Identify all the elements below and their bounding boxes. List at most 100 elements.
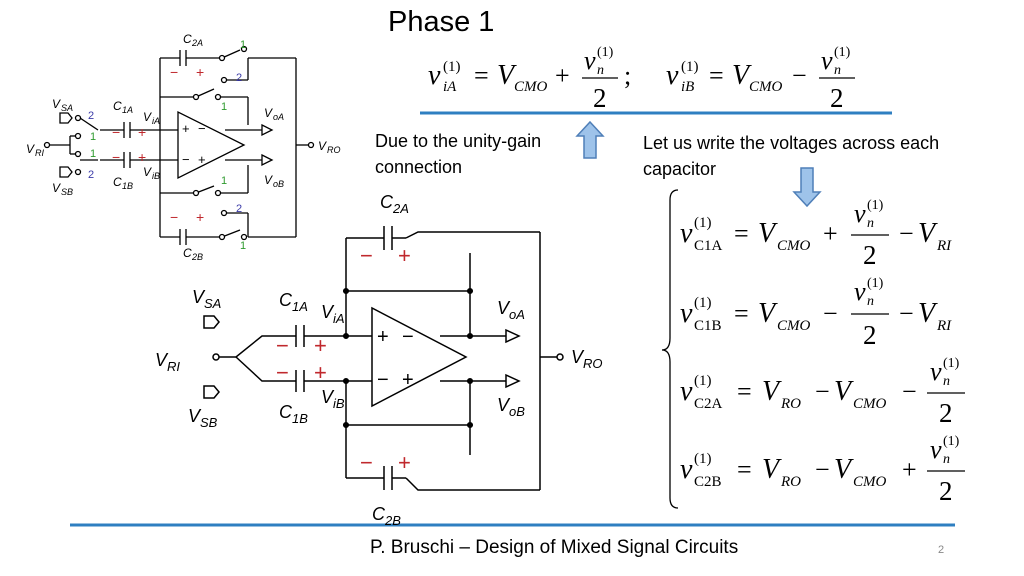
- svg-text:1A: 1A: [122, 105, 133, 115]
- svg-text:−: −: [823, 299, 838, 328]
- svg-text:v: v: [821, 46, 833, 75]
- svg-text:V: V: [26, 142, 35, 156]
- svg-text:v: v: [428, 60, 441, 91]
- svg-text:+: +: [138, 149, 146, 165]
- svg-text:RO: RO: [780, 396, 801, 412]
- svg-text:SA: SA: [61, 103, 73, 113]
- svg-text:(1): (1): [694, 451, 712, 467]
- cap-equation-c1b: v (1) C1B = V CMO − v (1) n 2 − V RI: [680, 276, 952, 350]
- svg-text:CMO: CMO: [853, 474, 887, 490]
- svg-text:;: ;: [624, 61, 631, 90]
- svg-text:C: C: [183, 246, 192, 260]
- svg-text:RO: RO: [327, 145, 341, 155]
- svg-text:C1A: C1A: [694, 238, 723, 254]
- svg-text:−: −: [112, 149, 120, 165]
- svg-text:V: V: [732, 60, 752, 91]
- svg-text:oB: oB: [273, 179, 284, 189]
- svg-text:V: V: [834, 376, 854, 407]
- svg-text:(1): (1): [597, 45, 614, 60]
- svg-text:V: V: [143, 165, 152, 179]
- svg-text:2: 2: [863, 240, 877, 270]
- svg-text:SB: SB: [200, 415, 218, 430]
- svg-text:+: +: [138, 124, 146, 140]
- svg-text:iA: iA: [443, 79, 457, 95]
- svg-text:−: −: [899, 219, 914, 248]
- svg-text:=: =: [737, 455, 752, 484]
- svg-text:oA: oA: [509, 307, 525, 322]
- svg-text:+: +: [823, 219, 838, 248]
- svg-text:+: +: [902, 455, 917, 484]
- svg-text:SB: SB: [61, 187, 73, 197]
- svg-text:−: −: [815, 455, 830, 484]
- svg-text:(1): (1): [443, 59, 461, 75]
- svg-text:=: =: [474, 61, 489, 90]
- svg-text:2: 2: [236, 72, 242, 84]
- svg-text:iA: iA: [333, 311, 345, 326]
- svg-text:2: 2: [863, 320, 877, 350]
- top-equation-via: v (1) iA = V CMO + v (1) n 2 ;: [428, 45, 631, 113]
- svg-text:v: v: [680, 376, 693, 407]
- svg-text:n: n: [867, 294, 874, 309]
- svg-text:V: V: [318, 139, 327, 153]
- svg-text:V: V: [918, 218, 938, 249]
- svg-text:CMO: CMO: [777, 318, 811, 334]
- svg-text:RI: RI: [936, 238, 952, 254]
- svg-text:C: C: [279, 402, 293, 422]
- svg-text:(1): (1): [834, 45, 851, 60]
- svg-text:2: 2: [88, 169, 94, 181]
- svg-text:v: v: [680, 298, 693, 329]
- svg-text:v: v: [930, 357, 942, 386]
- svg-text:=: =: [734, 219, 749, 248]
- svg-text:V: V: [758, 298, 778, 329]
- svg-text:V: V: [192, 287, 206, 307]
- svg-text:=: =: [734, 299, 749, 328]
- svg-text:oB: oB: [509, 404, 525, 419]
- svg-text:(1): (1): [943, 434, 960, 449]
- cap-equation-c1a: v (1) C1A = V CMO + v (1) n 2 − V RI: [680, 198, 952, 270]
- svg-text:(1): (1): [943, 356, 960, 371]
- svg-text:−: −: [792, 61, 807, 90]
- unity-gain-note: Due to the unity-gain connection: [375, 131, 542, 177]
- up-arrow-icon: [575, 120, 605, 159]
- svg-text:−: −: [360, 243, 373, 268]
- svg-text:C: C: [372, 504, 386, 524]
- svg-text:−: −: [377, 369, 389, 391]
- svg-text:+: +: [182, 121, 190, 136]
- svg-text:−: −: [276, 360, 289, 385]
- svg-text:(1): (1): [681, 59, 699, 75]
- svg-text:V: V: [918, 298, 938, 329]
- svg-text:V: V: [264, 106, 273, 120]
- large-circuit: [203, 226, 564, 491]
- svg-text:n: n: [943, 374, 950, 389]
- svg-text:(1): (1): [694, 295, 712, 311]
- svg-text:+: +: [196, 64, 204, 80]
- svg-text:iB: iB: [333, 396, 345, 411]
- svg-text:C: C: [113, 99, 122, 113]
- svg-text:1B: 1B: [122, 181, 133, 191]
- svg-text:=: =: [709, 61, 724, 90]
- svg-text:n: n: [943, 452, 950, 467]
- large-circuit-labels: C 2A C 2B C 1A C 1B V SA V SB V RI V iA …: [155, 192, 603, 528]
- svg-text:+: +: [555, 61, 570, 90]
- svg-text:n: n: [867, 216, 874, 231]
- top-equation-vib: v (1) iB = V CMO − v (1) n 2: [666, 45, 855, 113]
- svg-text:2B: 2B: [191, 252, 203, 262]
- svg-text:+: +: [377, 326, 389, 348]
- svg-text:v: v: [666, 60, 679, 91]
- svg-text:2: 2: [88, 110, 94, 122]
- svg-text:n: n: [834, 63, 841, 78]
- small-circuit: [43, 45, 315, 245]
- svg-text:v: v: [584, 46, 596, 75]
- svg-text:C: C: [113, 175, 122, 189]
- svg-text:V: V: [758, 218, 778, 249]
- svg-text:CMO: CMO: [514, 79, 548, 95]
- svg-text:−: −: [198, 121, 206, 136]
- svg-text:−: −: [170, 209, 178, 225]
- svg-text:1: 1: [90, 131, 96, 143]
- svg-text:(1): (1): [694, 373, 712, 389]
- svg-text:1A: 1A: [292, 299, 308, 314]
- slide-title: Phase 1: [388, 6, 495, 38]
- svg-text:=: =: [737, 377, 752, 406]
- down-arrow-icon: [792, 167, 822, 208]
